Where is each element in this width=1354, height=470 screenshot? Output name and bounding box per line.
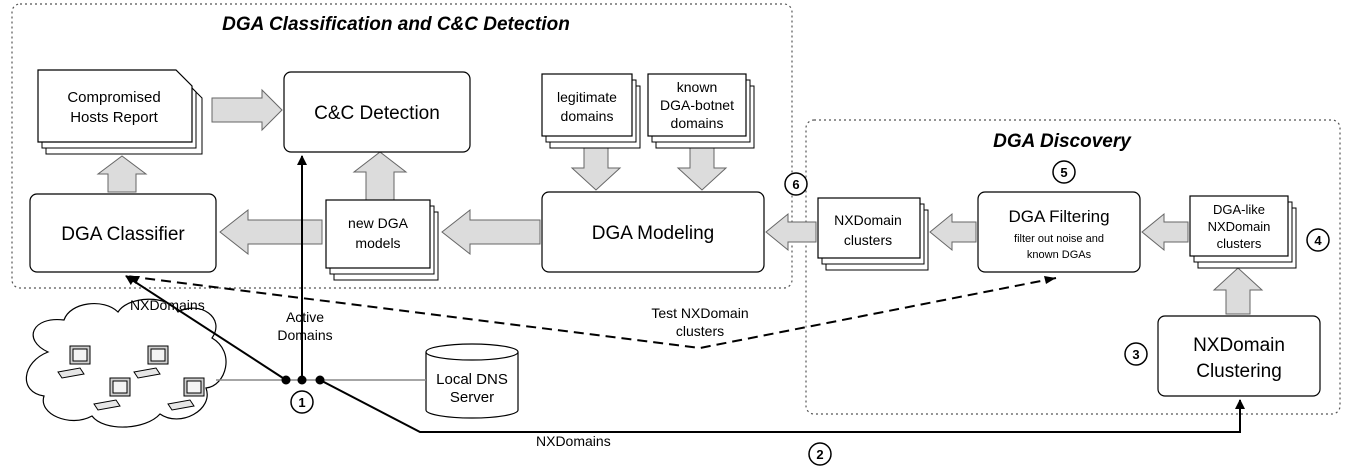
hosts-cloud xyxy=(25,298,227,428)
dga-like-clusters-box: DGA-like NXDomain clusters xyxy=(1189,195,1297,269)
legitimate-domains-box: legitimate domains xyxy=(541,73,641,149)
svg-text:4: 4 xyxy=(1314,233,1322,248)
cc-detection-label: C&C Detection xyxy=(314,103,440,124)
nxdomains-to-clustering-line xyxy=(319,379,1245,433)
clustering-line2: Clustering xyxy=(1196,361,1282,382)
arrow-filtering-to-clusters xyxy=(929,212,977,252)
step-marker-4: 4 xyxy=(1306,228,1330,252)
dga-filtering-label: DGA Filtering xyxy=(1008,207,1109,226)
nxdomains-to-classifier-line xyxy=(125,275,287,381)
report-label-line2: Hosts Report xyxy=(70,109,158,126)
dga-modeling-label: DGA Modeling xyxy=(592,223,715,244)
dga-like-line2: NXDomain xyxy=(1208,219,1271,234)
known-line2: DGA-botnet xyxy=(660,97,734,113)
computer-icon xyxy=(167,377,205,411)
computer-icon xyxy=(133,345,169,379)
svg-text:5: 5 xyxy=(1060,165,1067,180)
dga-filtering-sub1: filter out noise and xyxy=(1014,233,1104,245)
svg-text:2: 2 xyxy=(816,447,823,462)
local-dns-server: Local DNS Server xyxy=(425,343,519,419)
nx-clusters-line2: clusters xyxy=(844,232,892,248)
test-clusters-line1: Test NXDomain xyxy=(651,305,748,321)
dga-filtering-box: DGA Filtering filter out noise and known… xyxy=(977,191,1141,273)
nxdomains-label-top: NXDomains xyxy=(130,297,205,313)
known-line1: known xyxy=(677,79,717,95)
arrow-legit-to-modeling xyxy=(570,147,622,191)
arrow-models-to-classifier xyxy=(219,208,323,256)
computer-icon xyxy=(57,345,91,379)
nx-clusters-line1: NXDomain xyxy=(834,212,902,228)
classification-title: DGA Classification and C&C Detection xyxy=(222,14,570,35)
known-line3: domains xyxy=(671,115,724,131)
arrow-classifier-to-report xyxy=(96,155,148,193)
test-clusters-line2: clusters xyxy=(676,323,724,339)
discovery-title: DGA Discovery xyxy=(993,131,1132,152)
test-clusters-dashed-line xyxy=(125,275,1057,350)
step-marker-2: 2 xyxy=(808,442,832,466)
cc-detection-box: C&C Detection xyxy=(283,71,471,153)
arrow-clusters-to-modeling xyxy=(765,212,817,252)
computer-icon xyxy=(93,377,131,411)
known-dga-box: known DGA-botnet domains xyxy=(647,73,755,149)
active-label-line2: Domains xyxy=(277,327,332,343)
clustering-line1: NXDomain xyxy=(1193,335,1285,356)
active-label-line1: Active xyxy=(286,309,324,325)
dga-modeling-box: DGA Modeling xyxy=(541,191,765,273)
new-models-line1: new DGA xyxy=(348,215,409,231)
legitimate-line2: domains xyxy=(561,108,614,124)
new-models-line2: models xyxy=(355,235,400,251)
dga-like-line3: clusters xyxy=(1217,236,1262,251)
computer-icons xyxy=(57,345,205,411)
arrow-report-to-cc xyxy=(211,88,283,132)
dga-filtering-sub2: known DGAs xyxy=(1027,249,1092,261)
step-marker-5: 5 xyxy=(1052,160,1076,184)
legitimate-line1: legitimate xyxy=(557,89,617,105)
dashed-arrowhead-right xyxy=(1044,276,1056,284)
dga-like-line1: DGA-like xyxy=(1213,202,1265,217)
nxdomain-clusters-box: NXDomain clusters xyxy=(817,197,929,271)
arrow-clustering-to-dgalike xyxy=(1212,267,1264,315)
dga-classifier-label: DGA Classifier xyxy=(61,224,185,245)
nxdomain-clustering-box: NXDomain Clustering xyxy=(1157,315,1321,397)
svg-text:3: 3 xyxy=(1132,347,1139,362)
dashed-arrowhead-left xyxy=(126,276,140,284)
arrow-modeling-to-models xyxy=(441,208,541,256)
step-marker-1: 1 xyxy=(290,390,314,414)
nxdomains-label-bottom: NXDomains xyxy=(536,433,611,449)
dga-classifier-box: DGA Classifier xyxy=(29,193,217,273)
report-label-line1: Compromised xyxy=(67,89,160,106)
new-dga-models-box: new DGA models xyxy=(325,199,439,281)
arrow-known-to-modeling xyxy=(676,147,728,191)
classification-region xyxy=(11,3,793,289)
arrow-models-to-cc xyxy=(352,151,408,201)
dns-line2: Server xyxy=(450,389,494,406)
step-marker-3: 3 xyxy=(1124,342,1148,366)
dns-line1: Local DNS xyxy=(436,371,508,388)
arrow-dgalike-to-filtering xyxy=(1141,212,1189,252)
svg-text:1: 1 xyxy=(298,395,305,410)
svg-text:6: 6 xyxy=(792,177,799,192)
step-marker-6: 6 xyxy=(784,172,808,196)
compromised-hosts-report: Compromised Hosts Report xyxy=(37,69,203,155)
discovery-region xyxy=(805,119,1341,415)
